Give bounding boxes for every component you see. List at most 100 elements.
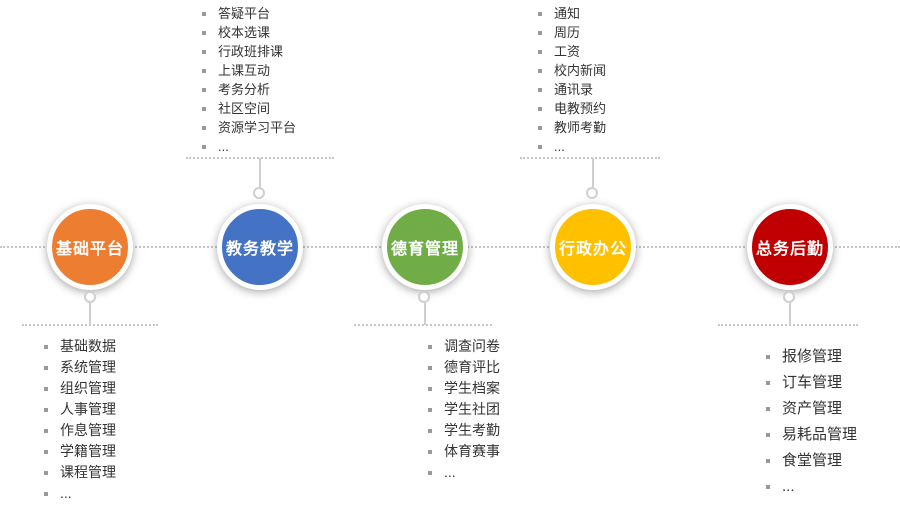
circle-academic-teaching: 教务教学	[217, 204, 303, 290]
list-item: 学生档案	[428, 378, 500, 399]
bullet-icon	[202, 30, 206, 35]
list-item: 系统管理	[44, 357, 116, 378]
list-item: ...	[428, 462, 500, 483]
circle-general-logistics: 总务后勤	[747, 204, 833, 290]
bullet-icon	[538, 87, 542, 92]
list-item-label: 工资	[554, 44, 581, 59]
bullet-icon	[766, 459, 770, 463]
list-item-label: ...	[554, 139, 565, 154]
list-item-label: 资产管理	[782, 400, 843, 417]
list-item: 作息管理	[44, 420, 116, 441]
connector-node-icon	[84, 291, 96, 303]
list-item: 资源学习平台	[202, 118, 296, 137]
connector-line	[259, 158, 261, 190]
bullet-icon	[428, 344, 432, 349]
list-item-label: 答疑平台	[218, 6, 271, 21]
list-item: 资产管理	[766, 396, 857, 422]
list-item: 调查问卷	[428, 336, 500, 357]
list-item: 通讯录	[538, 80, 606, 99]
list-item-label: 人事管理	[60, 401, 116, 417]
bullet-icon	[766, 485, 770, 489]
bullet-icon	[44, 470, 48, 475]
bullet-icon	[44, 386, 48, 391]
list-item-label: 学籍管理	[60, 443, 116, 459]
list-item-label: 课程管理	[60, 464, 116, 480]
list-item-label: 考务分析	[218, 82, 271, 97]
list-item: 社区空间	[202, 99, 296, 118]
bullet-icon	[766, 407, 770, 411]
list-item-label: 系统管理	[60, 359, 116, 375]
list-item-label: 校本选课	[218, 25, 271, 40]
list-item: 学籍管理	[44, 441, 116, 462]
bullet-icon	[766, 355, 770, 359]
list-item: 答疑平台	[202, 4, 296, 23]
bullet-icon	[44, 407, 48, 412]
bullet-icon	[202, 125, 206, 130]
bullet-icon	[538, 106, 542, 111]
bullet-icon	[202, 49, 206, 54]
list-item: ...	[538, 137, 606, 156]
list-item-label: 德育评比	[444, 359, 500, 375]
bullet-icon	[44, 449, 48, 454]
list-item-label: ...	[218, 139, 229, 154]
list-item: 考务分析	[202, 80, 296, 99]
connector-line	[424, 303, 426, 325]
bullet-icon	[766, 381, 770, 385]
bullet-icon	[428, 365, 432, 370]
list-item-label: 基础数据	[60, 338, 116, 354]
bullet-icon	[202, 11, 206, 16]
bullet-icon	[538, 30, 542, 35]
list-item: 组织管理	[44, 378, 116, 399]
admin-office-list: 通知周历工资校内新闻通讯录电教预约教师考勤...	[538, 4, 606, 156]
connector-node-icon	[586, 187, 598, 199]
list-item-label: 组织管理	[60, 380, 116, 396]
connector-node-icon	[418, 291, 430, 303]
list-item: 电教预约	[538, 99, 606, 118]
bullet-icon	[538, 68, 542, 73]
list-item: 周历	[538, 23, 606, 42]
circle-moral-education: 德育管理	[382, 204, 468, 290]
bullet-icon	[428, 428, 432, 433]
list-item-label: 教师考勤	[554, 120, 607, 135]
academic-teaching-list: 答疑平台校本选课行政班排课上课互动考务分析社区空间资源学习平台...	[202, 4, 296, 156]
list-item-label: 周历	[554, 25, 581, 40]
connector-node-icon	[253, 187, 265, 199]
list-item-label: 资源学习平台	[218, 120, 297, 135]
list-item-label: 社区空间	[218, 101, 271, 116]
list-item: 食堂管理	[766, 448, 857, 474]
list-item-label: 通知	[554, 6, 581, 21]
list-item: 校本选课	[202, 23, 296, 42]
list-item-label: 校内新闻	[554, 63, 607, 78]
connector-line	[789, 303, 791, 325]
list-item: 学生考勤	[428, 420, 500, 441]
list-item-label: 学生档案	[444, 380, 500, 396]
bullet-icon	[202, 106, 206, 111]
list-item-label: 报修管理	[782, 348, 843, 365]
list-item: 人事管理	[44, 399, 116, 420]
bullet-icon	[538, 125, 542, 130]
list-item-label: ...	[60, 485, 72, 501]
list-item: 订车管理	[766, 370, 857, 396]
list-divider-line	[354, 324, 492, 326]
list-item: ...	[44, 483, 116, 504]
bullet-icon	[428, 449, 432, 454]
list-item: 课程管理	[44, 462, 116, 483]
list-item: 报修管理	[766, 344, 857, 370]
list-item: 基础数据	[44, 336, 116, 357]
circle-basic-platform: 基础平台	[47, 204, 133, 290]
list-item-label: 通讯录	[554, 82, 594, 97]
bullet-icon	[202, 87, 206, 92]
moral-education-list: 调查问卷德育评比学生档案学生社团学生考勤体育赛事...	[428, 336, 500, 483]
circle-admin-office: 行政办公	[550, 204, 636, 290]
list-item-label: 订车管理	[782, 374, 843, 391]
list-item-label: 食堂管理	[782, 452, 843, 469]
list-item-label: 上课互动	[218, 63, 271, 78]
list-divider-line	[718, 324, 858, 326]
bullet-icon	[44, 365, 48, 370]
bullet-icon	[538, 49, 542, 54]
bullet-icon	[538, 11, 542, 16]
list-item: 上课互动	[202, 61, 296, 80]
list-divider-line	[520, 157, 660, 159]
bullet-icon	[538, 144, 542, 149]
bullet-icon	[202, 144, 206, 149]
